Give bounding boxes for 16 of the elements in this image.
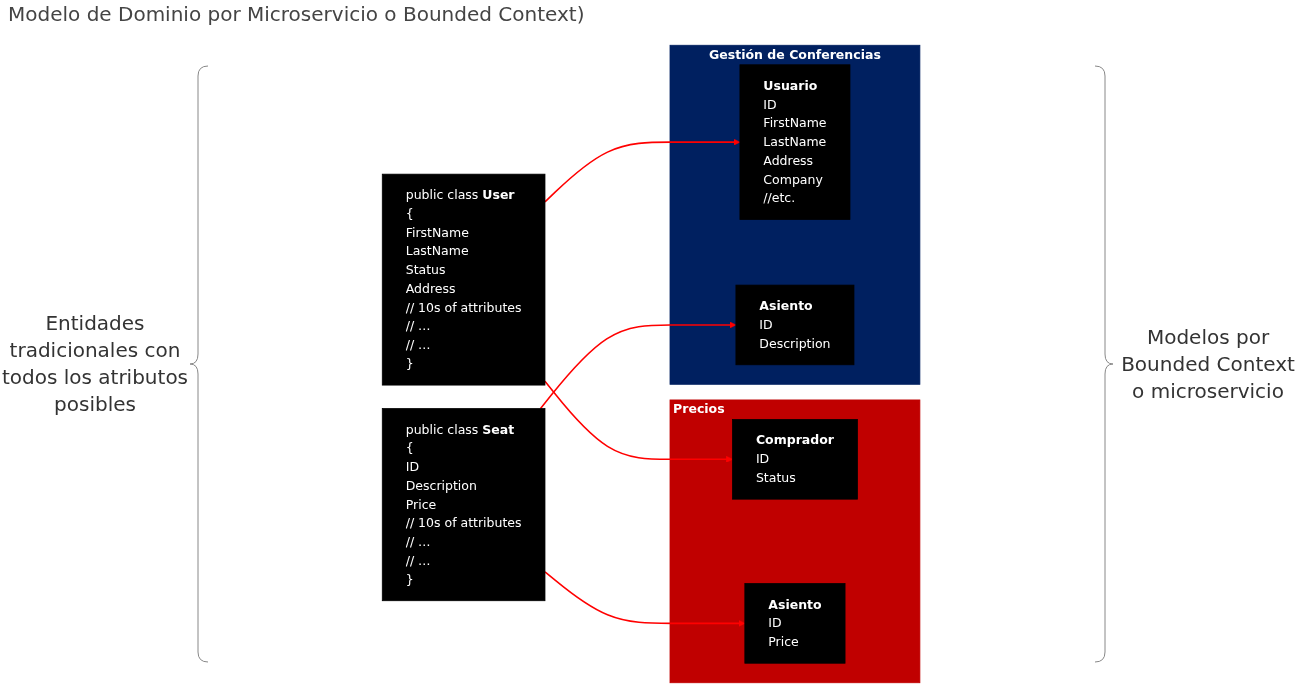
side-note: Entidades tradicionales con todos los atributos posibles <box>0 310 190 418</box>
diagram: Gestión de Conferencias Precios public class User { FirstName LastName Status Address // 10s of attributes // … // … } public class Seat { ID Description Price // 10s of attributes // … // … } Usuario ID FirstName LastName Address Company //etc. Asiento ID Description Comprador ID Status Asiento ID Price <box>299 39 1004 689</box>
arrow <box>544 380 734 463</box>
node-box <box>732 419 859 500</box>
diagram-title: Modelo de Dominio por Microservicio o Bounded Context) <box>8 2 585 26</box>
arrow <box>540 321 737 410</box>
node-box <box>382 408 546 602</box>
side-note: Modelos por Bounded Context o microservicio <box>1120 323 1296 405</box>
node-box <box>735 284 855 366</box>
node-box <box>739 64 851 220</box>
cluster <box>670 399 921 684</box>
node-box <box>382 173 546 386</box>
node-box <box>744 583 846 664</box>
arrow <box>544 138 741 203</box>
arrow <box>544 571 746 627</box>
cluster <box>670 44 921 385</box>
